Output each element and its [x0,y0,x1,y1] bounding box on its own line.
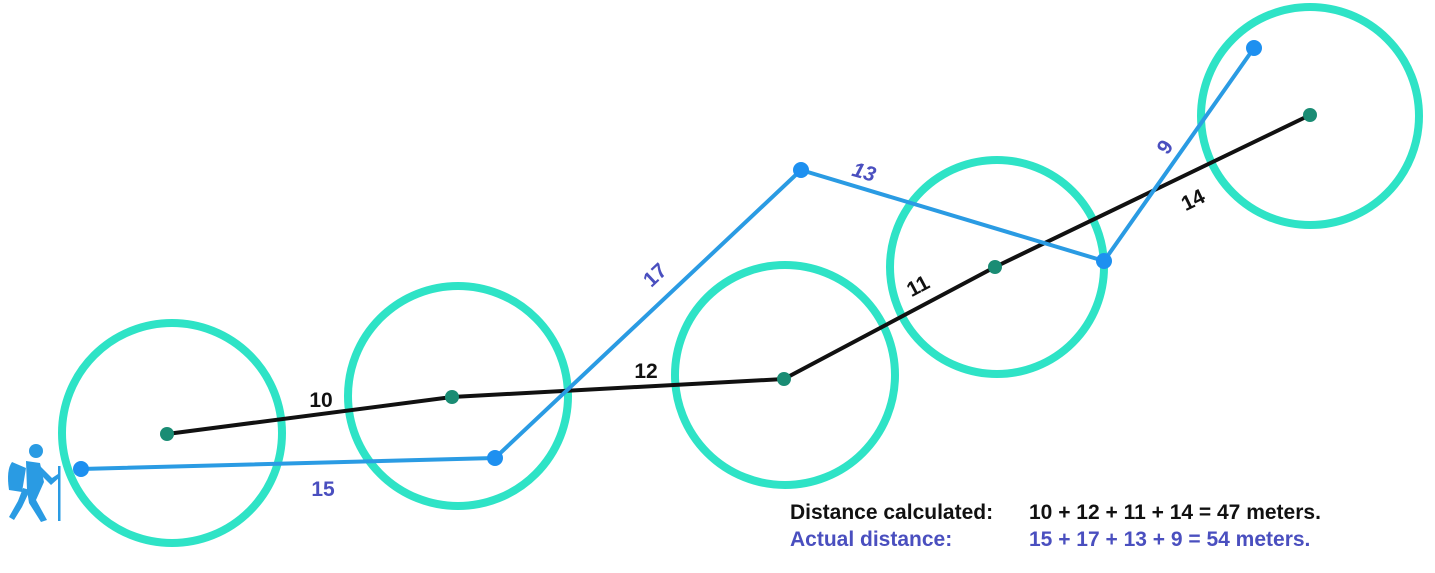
actual-node [1096,253,1112,269]
actual-node [1246,40,1262,56]
calculated-node [160,427,174,441]
actual-node [487,450,503,466]
accuracy-circle-3 [671,261,899,489]
hiker-icon [8,444,61,522]
actual-node [73,461,89,477]
actual-segment-label: 9 [1153,136,1179,159]
calculated-node [1303,108,1317,122]
calculated-segment-label: 12 [634,360,657,383]
accuracy-circle-2 [344,282,572,510]
actual-segment-label: 17 [639,259,672,292]
calculated-distance-label: Distance calculated: [790,501,994,524]
actual-distance-sum: 15 + 17 + 13 + 9 = 54 meters. [1029,528,1311,551]
calculated-distance-sum: 10 + 12 + 11 + 14 = 47 meters. [1029,501,1321,524]
actual-path [73,40,1262,477]
calculated-segment-label: 14 [1178,185,1209,216]
calculated-segment-label: 11 [903,271,934,302]
actual-path-line [80,46,1256,471]
actual-segment-label: 13 [849,158,878,187]
accuracy-circle-1 [58,319,286,547]
calculated-segment-labels: 10 12 11 14 [309,185,1209,412]
calculated-path [160,108,1317,441]
actual-node [793,162,809,178]
calculated-node [777,372,791,386]
actual-distance-label: Actual distance: [790,528,953,551]
calculated-segment-label: 10 [309,389,332,412]
calculated-node [445,390,459,404]
actual-segment-label: 15 [311,478,335,501]
calculated-node [988,260,1002,274]
actual-segment-labels: 15 17 13 9 [311,136,1178,501]
accuracy-circle-5 [1197,3,1423,229]
